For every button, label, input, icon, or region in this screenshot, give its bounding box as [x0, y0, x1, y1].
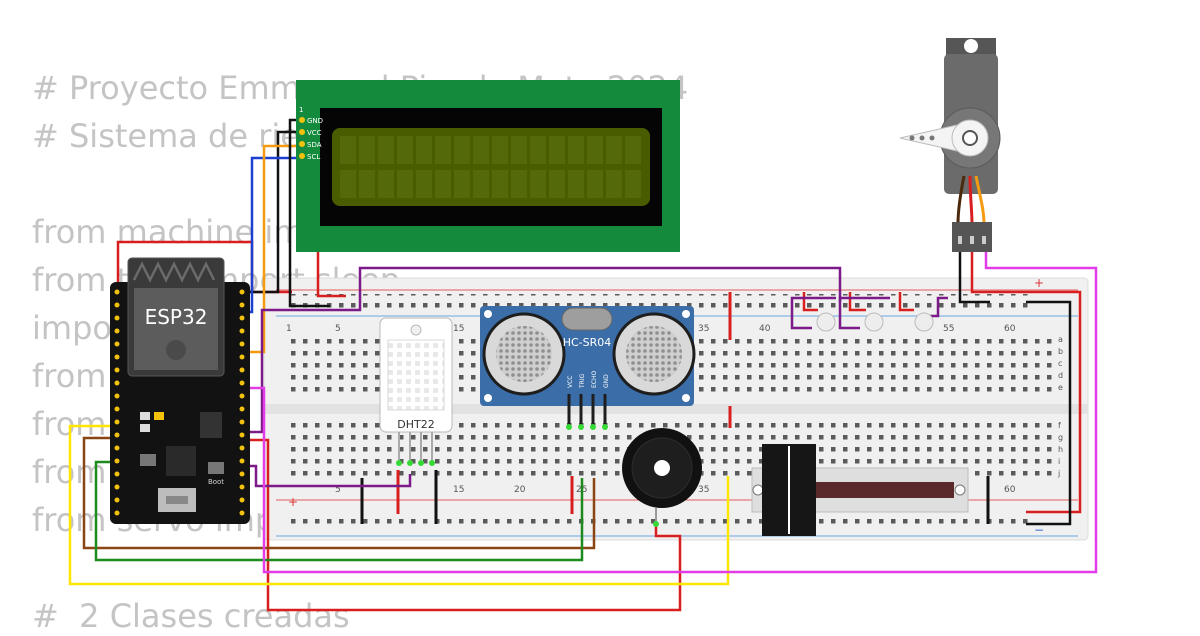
usb-uart-chip	[166, 446, 196, 476]
lcd-character-cells	[340, 136, 641, 198]
dht22-sensor: DHT22	[379, 317, 453, 466]
boot-label: Boot	[208, 478, 224, 486]
row-letter: i	[1058, 457, 1060, 466]
row-letter: g	[1058, 433, 1063, 442]
led	[914, 312, 934, 332]
column-number: 40	[759, 324, 771, 334]
lcd-pin-label: VCC	[307, 129, 322, 137]
boot-button[interactable]	[208, 462, 224, 474]
column-number: 1	[286, 324, 292, 334]
rail-plus-label: +	[288, 495, 298, 509]
jumper-wires	[360, 292, 990, 524]
lcd-pin-label: SCL	[307, 153, 320, 161]
rail-minus-label: −	[1034, 523, 1044, 537]
en-button[interactable]	[140, 454, 156, 466]
voltage-regulator	[200, 412, 222, 438]
row-letters: a b c d e f g h i j	[1057, 335, 1063, 478]
led	[816, 312, 836, 332]
lcd-pin-label: GND	[307, 117, 323, 125]
row-letter: c	[1058, 359, 1062, 368]
row-letter: h	[1058, 445, 1063, 454]
column-number: 5	[335, 324, 341, 334]
dht22-label: DHT22	[397, 418, 434, 431]
slide-potentiometer[interactable]	[751, 444, 969, 536]
led-group	[816, 312, 934, 332]
hcsr04-pin-label: TRIG	[579, 373, 586, 389]
column-number: 35	[698, 485, 709, 495]
lcd-pin-label: SDA	[307, 141, 322, 149]
crystal-oscillator	[561, 307, 613, 331]
column-number: 15	[453, 485, 464, 495]
row-letter: j	[1057, 469, 1060, 478]
rail-plus-label: +	[1034, 276, 1044, 290]
espressif-logo-icon	[166, 340, 186, 360]
column-number: 20	[514, 485, 526, 495]
row-letter: e	[1058, 383, 1063, 392]
esp32-pins	[114, 289, 245, 516]
hcsr04-label: HC-SR04	[563, 336, 612, 349]
row-letter: a	[1058, 335, 1063, 344]
column-number: 15	[453, 324, 464, 334]
column-number: 60	[1004, 485, 1016, 495]
hcsr04-pin-label: ECHO	[591, 371, 598, 388]
hcsr04-pin-label: GND	[603, 374, 610, 388]
hcsr04-ultrasonic-sensor: HC-SR04 VCC TRIG ECHO GND	[480, 306, 696, 430]
column-number: 35	[698, 324, 709, 334]
row-letter: f	[1058, 421, 1061, 430]
column-number: 60	[1004, 324, 1016, 334]
row-letter: d	[1058, 371, 1063, 380]
row-letter: b	[1058, 347, 1063, 356]
column-number: 55	[943, 324, 954, 334]
lcd-pin-label: 1	[299, 106, 303, 114]
led	[864, 312, 884, 332]
code-line: # 2 Clases creadas	[32, 597, 350, 635]
servo-motor[interactable]	[899, 38, 1001, 252]
esp32-board[interactable]: ESP32 Boot	[110, 257, 250, 524]
lcd-i2c-pins: 1 GND VCC SDA SCL	[299, 106, 323, 161]
buzzer	[622, 428, 702, 527]
lcd-display: 1 GND VCC SDA SCL	[296, 80, 680, 252]
code-line: from	[32, 357, 107, 395]
hcsr04-pin-label: VCC	[567, 376, 574, 388]
esp32-label: ESP32	[145, 305, 208, 329]
column-number: 5	[335, 485, 341, 495]
antenna-trace	[132, 261, 216, 283]
servo-screw-icon	[962, 130, 978, 146]
